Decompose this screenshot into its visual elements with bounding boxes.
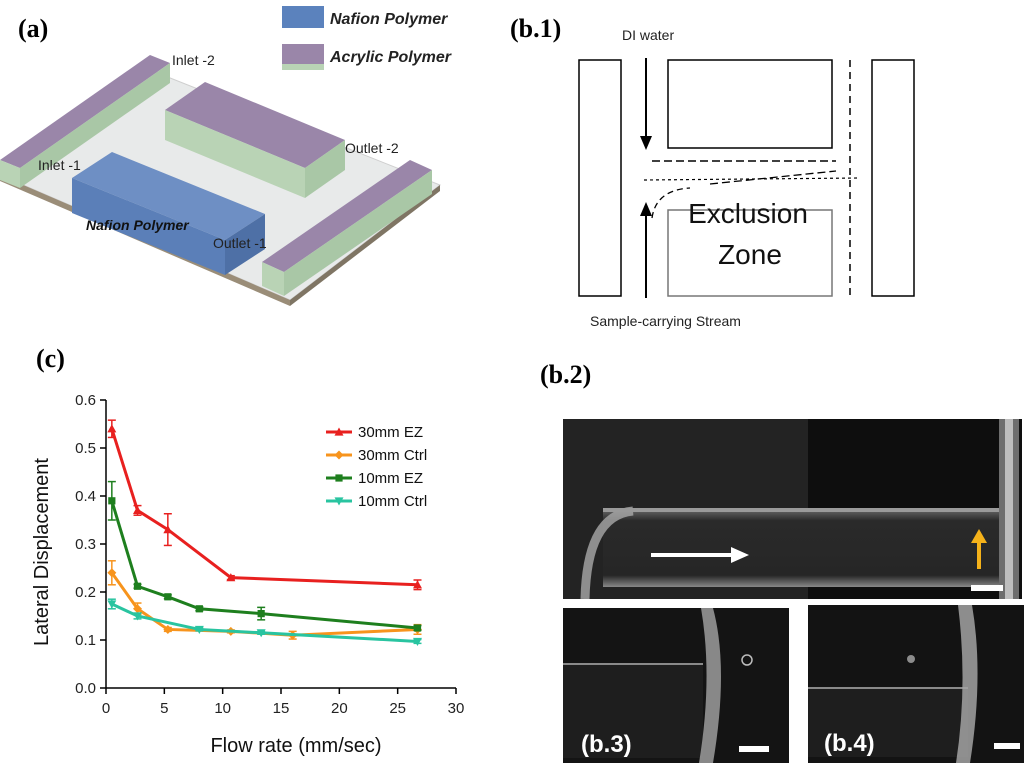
series-30mm-ctrl xyxy=(107,560,422,640)
flow-right-arrow-icon xyxy=(731,547,749,563)
scale-bar xyxy=(971,585,1003,591)
data-point xyxy=(334,427,344,436)
data-point xyxy=(257,610,265,618)
series-10mm-ez xyxy=(107,480,422,632)
legend-acrylic-text: Acrylic Polymer xyxy=(329,49,452,66)
acrylic-wall-left xyxy=(0,55,170,168)
data-point xyxy=(413,637,422,646)
exclusion-text: Exclusion xyxy=(688,198,808,229)
y-tick-label: 0.3 xyxy=(75,536,96,553)
legend-nafion-swatch xyxy=(282,6,324,28)
zone-text: Zone xyxy=(718,239,782,270)
series-10mm-ctrl xyxy=(107,598,422,646)
x-tick-label: 25 xyxy=(389,700,406,717)
outlet-1-label: Outlet -1 xyxy=(213,235,267,251)
di-water-label: DI water xyxy=(622,27,674,43)
data-point xyxy=(163,525,173,534)
data-point xyxy=(335,474,343,482)
data-point xyxy=(334,497,344,506)
up-arrow-icon xyxy=(640,202,652,216)
sample-stream-label: Sample-carrying Stream xyxy=(590,313,741,329)
data-point xyxy=(107,568,117,578)
x-tick-label: 30 xyxy=(448,700,465,717)
data-point xyxy=(107,424,117,433)
nafion-block xyxy=(72,152,265,240)
nafion-polymer-label: Nafion Polymer xyxy=(86,217,190,233)
y-axis-title: Lateral Displacement xyxy=(31,458,53,646)
series-line xyxy=(110,500,418,630)
inlet-2-label: Inlet -2 xyxy=(172,52,215,68)
b3-scale-bar xyxy=(739,746,769,752)
right-pillar xyxy=(871,59,915,297)
panel-b4-micrograph: (b.4) xyxy=(808,605,1024,763)
panel-b3-micrograph: (b.3) xyxy=(563,608,789,763)
y-tick-label: 0.5 xyxy=(75,440,96,457)
panel-b3-label: (b.3) xyxy=(581,731,632,758)
acrylic-wall-right xyxy=(262,160,432,272)
y-tick-label: 0.4 xyxy=(75,488,96,505)
panel-c-label: (c) xyxy=(36,344,65,373)
y-tick-label: 0.6 xyxy=(75,392,96,409)
legend-entry: 10mm Ctrl xyxy=(358,493,427,510)
x-tick-label: 15 xyxy=(273,700,290,717)
panel-c-line-chart: 0 5 10 15 20 25 30 0.0 0.1 0.2 0.3 0.4 0.5 0.6 30mm E… xyxy=(31,392,465,757)
x-axis-title: Flow rate (mm/sec) xyxy=(210,735,381,757)
data-point xyxy=(133,612,142,621)
data-point xyxy=(256,629,266,638)
legend-nafion-text: Nafion Polymer xyxy=(330,11,448,28)
data-point xyxy=(164,593,172,601)
data-point xyxy=(133,505,142,514)
legend-entry: 30mm EZ xyxy=(358,424,423,441)
y-tick-label: 0.0 xyxy=(75,680,96,697)
data-point xyxy=(334,450,344,460)
data-point xyxy=(413,624,422,632)
legend-entry: 10mm EZ xyxy=(358,470,423,487)
data-point xyxy=(133,604,142,614)
data-point xyxy=(108,497,116,505)
data-point xyxy=(163,624,173,634)
x-tick-label: 0 xyxy=(102,700,110,717)
panel-b4-label: (b.4) xyxy=(824,730,875,757)
panel-a-label: (a) xyxy=(18,14,49,43)
top-block xyxy=(667,59,833,149)
panel-b1-label: (b.1) xyxy=(510,14,562,43)
data-point xyxy=(194,625,204,634)
y-tick-label: 0.1 xyxy=(75,632,96,649)
legend-acrylic-swatch xyxy=(282,44,324,64)
panel-b1-schematic: DI water Exclusion Zone Sample-carrying … xyxy=(578,27,915,329)
acrylic-block-center xyxy=(165,82,345,168)
data-point xyxy=(107,600,117,609)
legend-entry: 30mm Ctrl xyxy=(358,447,427,464)
chart-axes xyxy=(105,400,456,689)
panel-a-device-diagram: Nafion Polymer Acrylic Polymer Inlet -2 … xyxy=(0,6,452,306)
panel-b2-label: (b.2) xyxy=(540,360,592,389)
x-tick-label: 5 xyxy=(160,700,168,717)
x-tick-label: 20 xyxy=(331,700,348,717)
data-point xyxy=(413,580,422,589)
data-point xyxy=(133,582,142,590)
left-pillar xyxy=(578,59,622,297)
panel-b2-micrograph xyxy=(563,419,1022,599)
inlet-1-label: Inlet -1 xyxy=(38,157,81,173)
x-tick-label: 10 xyxy=(214,700,231,717)
b4-scale-bar xyxy=(994,743,1020,749)
data-point xyxy=(195,605,203,613)
outlet-2-label: Outlet -2 xyxy=(345,140,399,156)
series-30mm-ez xyxy=(107,419,422,591)
y-tick-label: 0.2 xyxy=(75,584,96,601)
exclusion-zone-block xyxy=(667,209,833,297)
flow-up-arrow-icon xyxy=(971,529,987,543)
down-arrow-icon xyxy=(640,136,652,150)
data-point xyxy=(226,573,236,582)
